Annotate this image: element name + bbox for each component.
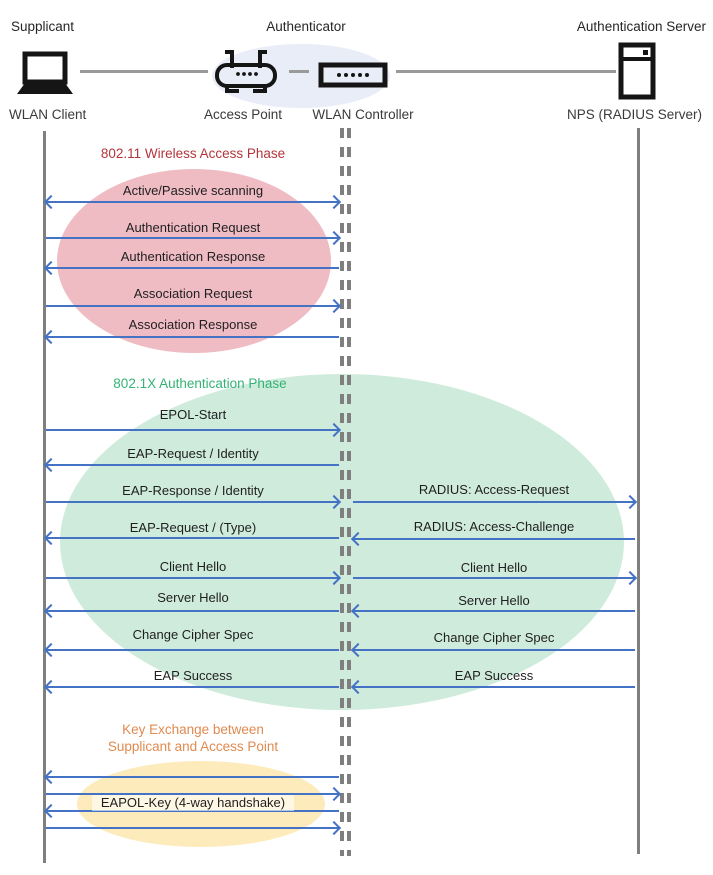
message-arrow-right — [353, 570, 638, 586]
message-arrow-right — [46, 494, 342, 510]
message-arrow-left — [43, 603, 339, 619]
message-label: EPOL-Start — [159, 407, 227, 422]
message-arrow-right — [46, 570, 342, 586]
message-arrow-left — [350, 679, 635, 695]
message-arrow-left — [43, 457, 339, 473]
role-label-authentication-server: Authentication Server — [576, 19, 706, 34]
phase3-title-line2: Supplicant and Access Point — [107, 739, 279, 754]
message-label: EAP-Response / Identity — [122, 483, 264, 498]
message-label: EAP Success — [153, 668, 233, 683]
message-arrow-left — [350, 531, 635, 547]
node-label-wlan-client: WLAN Client — [9, 107, 87, 122]
server-icon — [618, 42, 656, 100]
message-label: EAP-Request / (Type) — [129, 520, 257, 535]
message-label: RADIUS: Access-Challenge — [413, 519, 575, 534]
lifeline-wlan-client — [43, 131, 46, 863]
phase3-title-line1: Key Exchange between — [122, 722, 264, 737]
laptop-icon — [17, 51, 73, 94]
message-label: Change Cipher Spec — [433, 630, 555, 645]
node-label-nps-radius-server: NPS (RADIUS Server) — [566, 107, 702, 122]
role-label-supplicant: Supplicant — [11, 19, 75, 34]
lifeline-wlan-controller-dash-2 — [347, 128, 351, 856]
arrowhead-left — [43, 642, 59, 658]
message-arrow-right — [46, 422, 342, 438]
role-label-authenticator: Authenticator — [266, 19, 346, 34]
message-label: Client Hello — [460, 560, 528, 575]
connector-line-right — [396, 70, 616, 73]
message-arrow-right — [46, 298, 342, 314]
message-arrow-both — [43, 194, 342, 210]
message-arrow-left — [43, 530, 339, 546]
phase1-title: 802.11 Wireless Access Phase — [100, 146, 286, 161]
message-arrow-left — [43, 260, 339, 276]
handshake-label-wrap: EAPOL-Key (4-way handshake) — [46, 795, 340, 811]
message-arrow-left — [350, 603, 635, 619]
lifeline-nps-server — [637, 128, 640, 854]
message-label: Association Response — [128, 317, 258, 332]
message-label: Authentication Response — [120, 249, 266, 264]
access-point-icon — [215, 50, 277, 93]
message-arrow-right — [353, 494, 638, 510]
message-arrow-right — [46, 230, 342, 246]
message-label: RADIUS: Access-Request — [418, 482, 570, 497]
message-arrow-left — [350, 642, 635, 658]
phase2-title: 802.1X Authentication Phase — [113, 376, 287, 391]
connector-dash-middle — [289, 70, 309, 73]
message-label: Server Hello — [157, 590, 229, 605]
lifeline-wlan-controller-dash-1 — [340, 128, 344, 856]
message-arrow-left — [43, 642, 339, 658]
phase1-ellipse — [57, 169, 331, 353]
message-arrow-left — [43, 679, 339, 695]
handshake-arrow-left — [43, 769, 339, 785]
message-label: EAP-Request / Identity — [127, 446, 259, 461]
wlan-controller-icon — [318, 62, 388, 88]
message-label: Association Request — [133, 286, 253, 301]
message-label: Active/Passive scanning — [122, 183, 264, 198]
arrowhead-right — [326, 820, 342, 836]
message-label: Server Hello — [458, 593, 530, 608]
message-label: Client Hello — [159, 559, 227, 574]
message-label: Authentication Request — [125, 220, 261, 235]
node-label-access-point: Access Point — [203, 107, 283, 122]
message-label: EAP Success — [454, 668, 534, 683]
node-label-wlan-controller: WLAN Controller — [312, 107, 414, 122]
message-arrow-left — [43, 329, 339, 345]
handshake-label: EAPOL-Key (4-way handshake) — [91, 795, 295, 811]
message-label: Change Cipher Spec — [132, 627, 254, 642]
arrowhead-left — [43, 769, 59, 785]
connector-line-left — [80, 70, 208, 73]
handshake-arrow-right — [46, 820, 342, 836]
handshake-arrow-right — [46, 786, 342, 802]
handshake-arrow-left — [43, 803, 339, 819]
